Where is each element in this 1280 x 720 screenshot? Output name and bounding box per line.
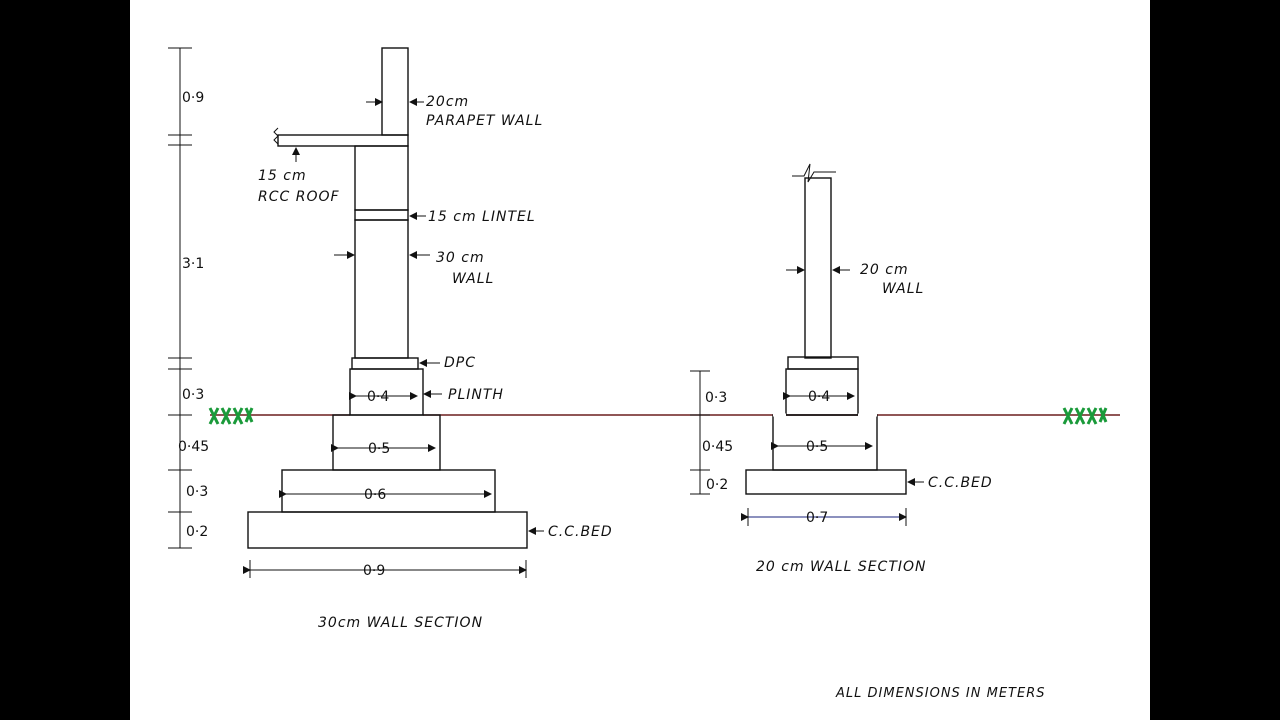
- height-wall: 3·1: [182, 256, 204, 272]
- label-wall-thk: 30 cm: [436, 250, 485, 266]
- left-annotations: 20cm PARAPET WALL 15 cm RCC ROOF 15 cm L…: [258, 94, 613, 540]
- width-plinth: 0·4: [367, 389, 389, 405]
- dpc-layer: [351, 357, 419, 370]
- width-plinth-right: 0·4: [808, 389, 830, 405]
- wall-20cm: [804, 177, 832, 359]
- right-width-dimensions: 0·4 0·5 0·7: [741, 389, 907, 526]
- right-wall-section: 0·3 0·45 0·2 0·4 0·5 0·7 20 cm WALL C.C.…: [690, 163, 1108, 575]
- height-ccbed-right: 0·2: [706, 477, 728, 493]
- wall-lower: [354, 219, 409, 359]
- label-parapet-thk: 20cm: [426, 94, 469, 110]
- label-wall-thk-right: 20 cm: [860, 262, 909, 278]
- wall-upper: [354, 145, 409, 211]
- parapet-wall: [381, 47, 409, 136]
- grass-left: [208, 407, 254, 425]
- height-ccbed: 0·2: [186, 524, 208, 540]
- dpc-layer-right: [787, 356, 859, 370]
- rcc-roof-slab: [277, 134, 409, 147]
- lintel: [354, 209, 409, 221]
- left-height-dimensions: 0·9 3·1 0·3 0·45 0·3 0·2: [168, 47, 209, 549]
- wall-section-drawing: 0·9 3·1 0·3 0·45 0·3 0·2 0·4 0·5 0·6 0·9…: [168, 47, 1120, 701]
- height-plinth-right: 0·3: [705, 390, 727, 406]
- label-wall-name-right: WALL: [882, 281, 924, 297]
- width-ccbed: 0·9: [363, 563, 385, 579]
- label-wall-name: WALL: [452, 271, 494, 287]
- dimensions-note: ALL DIMENSIONS IN METERS: [835, 686, 1046, 701]
- label-plinth: PLINTH: [448, 387, 504, 403]
- width-step2: 0·6: [364, 487, 386, 503]
- label-roof-name: RCC ROOF: [258, 189, 340, 205]
- drawing-sheet: 0·9 3·1 0·3 0·45 0·3 0·2 0·4 0·5 0·6 0·9…: [130, 0, 1150, 720]
- height-step2: 0·3: [186, 484, 208, 500]
- right-height-dimensions: 0·3 0·45 0·2: [690, 370, 733, 495]
- height-step-right: 0·45: [702, 439, 733, 455]
- height-parapet: 0·9: [182, 90, 204, 106]
- label-dpc: DPC: [444, 355, 476, 371]
- label-ccbed-right: C.C.BED: [928, 475, 993, 491]
- title-30cm-section: 30cm WALL SECTION: [318, 615, 483, 631]
- height-step1: 0·45: [178, 439, 209, 455]
- cc-bed-right: [745, 469, 907, 495]
- cc-bed-left: [247, 511, 528, 549]
- footing-step-06: [281, 469, 496, 513]
- label-lintel: 15 cm LINTEL: [428, 209, 536, 225]
- roof-break-mark: [273, 127, 279, 145]
- right-annotations: 20 cm WALL C.C.BED: [786, 262, 993, 491]
- left-width-dimensions: 0·4 0·5 0·6 0·9: [243, 389, 527, 579]
- height-plinth: 0·3: [182, 387, 204, 403]
- label-roof-thk: 15 cm: [258, 168, 307, 184]
- title-20cm-section: 20 cm WALL SECTION: [756, 559, 927, 575]
- label-parapet-name: PARAPET WALL: [426, 113, 543, 129]
- wall-break-mark: [792, 163, 836, 183]
- width-step1: 0·5: [368, 441, 390, 457]
- label-ccbed-left: C.C.BED: [548, 524, 613, 540]
- width-ccbed-right: 0·7: [806, 510, 828, 526]
- left-wall-section: 0·9 3·1 0·3 0·45 0·3 0·2 0·4 0·5 0·6 0·9…: [168, 47, 1120, 631]
- grass-right: [1062, 407, 1108, 425]
- width-step-right: 0·5: [806, 439, 828, 455]
